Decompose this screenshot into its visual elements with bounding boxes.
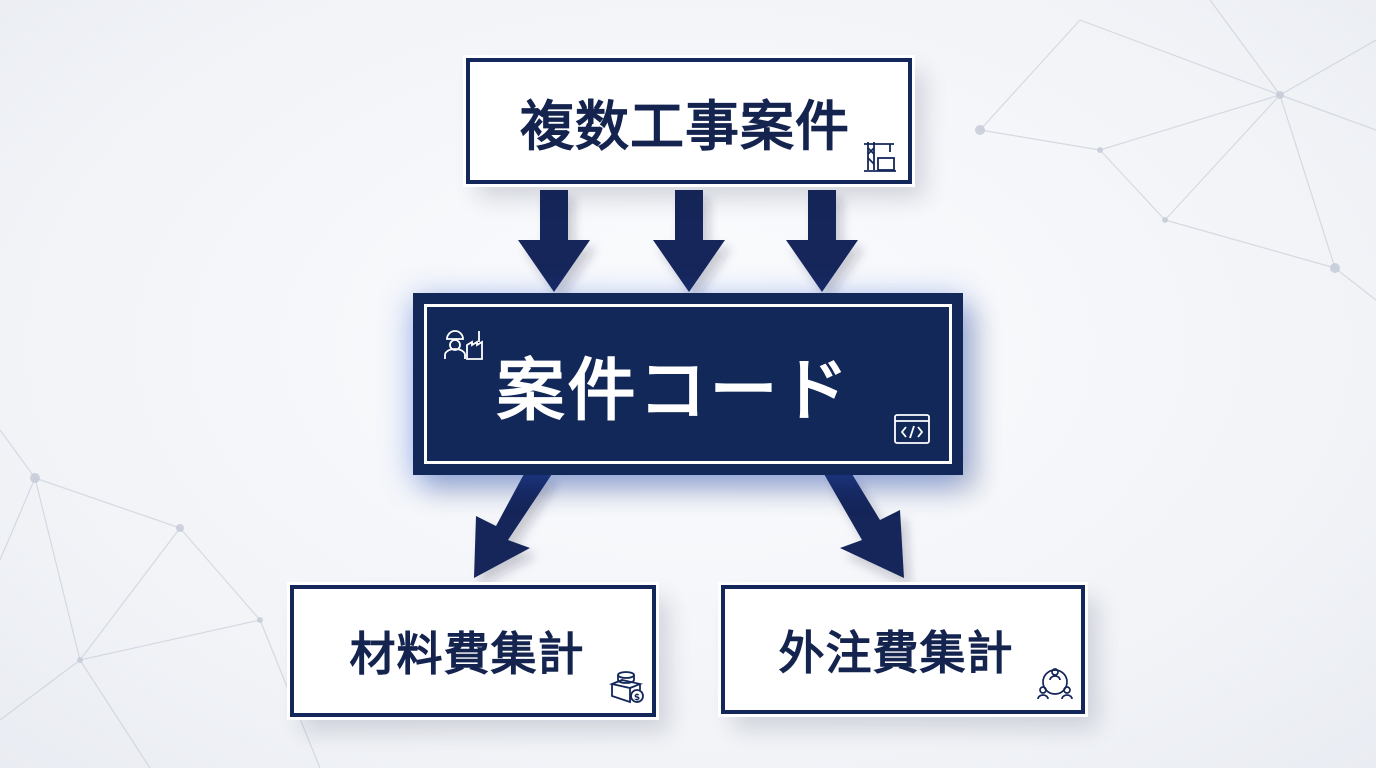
arrow-center-to-right: [824, 474, 904, 578]
left-node-box: 材料費集計 $: [287, 582, 659, 720]
center-node-box: 案件コード: [413, 293, 963, 475]
top-node-label: 複数工事案件: [520, 94, 850, 158]
center-node-label: 案件コード: [496, 351, 852, 431]
left-node-label: 材料費集計: [349, 627, 585, 681]
construction-crane-icon: [864, 142, 896, 172]
center-node-inner-frame: 案件コード: [424, 304, 952, 464]
arrow-top-to-center-3: [786, 190, 858, 292]
arrow-top-to-center-1: [518, 190, 590, 292]
right-node-label: 外注費集計: [778, 625, 1014, 680]
material-cost-icon: $: [608, 671, 644, 704]
arrow-top-to-center-2: [653, 190, 725, 292]
code-window-icon: [894, 414, 930, 444]
outsourcing-people-icon: [1037, 668, 1073, 700]
arrow-center-to-left: [474, 474, 552, 578]
svg-text:$: $: [634, 693, 640, 703]
worker-factory-icon: [444, 330, 483, 360]
top-node-box: 複数工事案件: [463, 55, 915, 187]
right-node-box: 外注費集計: [718, 582, 1088, 717]
